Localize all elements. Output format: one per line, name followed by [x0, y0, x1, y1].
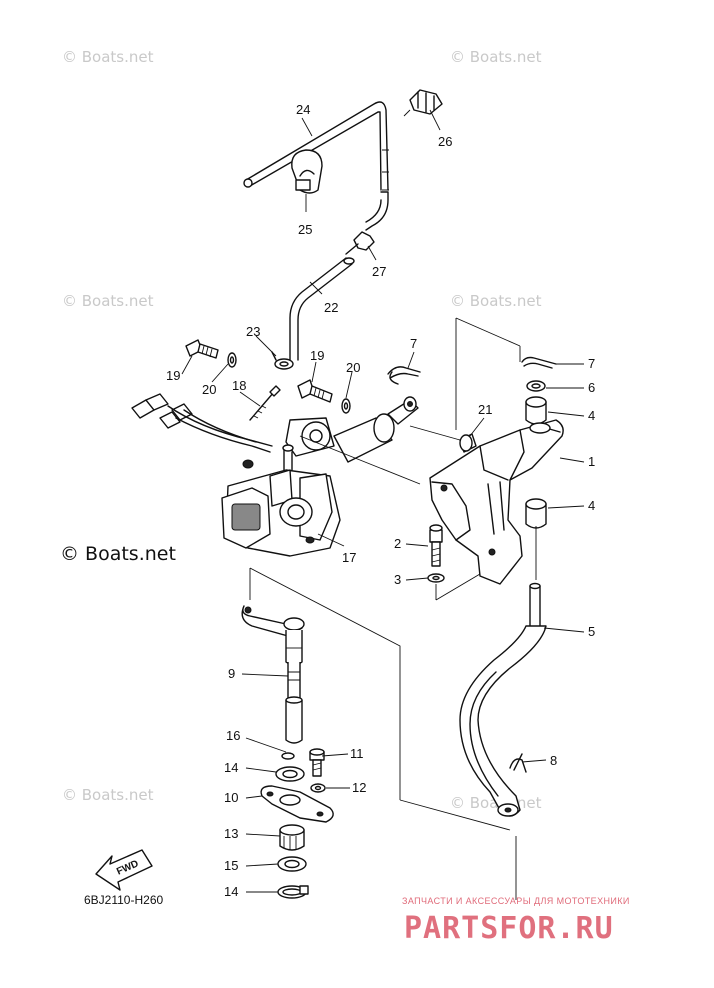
callout: 20: [346, 360, 360, 375]
wiring-harness[interactable]: [131, 393, 273, 453]
part-18-pin[interactable]: [249, 385, 281, 421]
callout: 25: [298, 222, 312, 237]
part-5-steering-arm[interactable]: [459, 582, 547, 817]
part-12-washer[interactable]: [310, 783, 326, 793]
watermark: © Boats.net: [62, 786, 154, 804]
callout: 7: [588, 356, 595, 371]
watermark-large: © Boats.net: [60, 543, 176, 565]
watermark: © Boats.net: [450, 48, 542, 66]
callout: 11: [350, 746, 364, 761]
part-8-cotter-pin[interactable]: [509, 753, 527, 773]
part-1-bracket[interactable]: [429, 419, 564, 585]
part-17-trim-motor-assembly[interactable]: [221, 396, 419, 557]
callout: 12: [352, 780, 366, 795]
callout: 21: [478, 402, 492, 417]
part-11-bolt[interactable]: [309, 748, 325, 777]
callout: 26: [438, 134, 452, 149]
part-6-washer[interactable]: [526, 380, 546, 392]
part-19-bolt-mid[interactable]: [297, 379, 333, 403]
assembly-guides: [249, 317, 537, 900]
callout: 19: [310, 348, 324, 363]
callout: 18: [232, 378, 246, 393]
part-19-bolt-upper[interactable]: [185, 339, 219, 359]
callout: 27: [372, 264, 386, 279]
part-3-washer[interactable]: [427, 573, 445, 583]
part-10-arm[interactable]: [260, 785, 334, 823]
callout: 5: [588, 624, 595, 639]
part-20-washer-upper[interactable]: [227, 352, 237, 368]
part-2-bolt[interactable]: [429, 524, 443, 567]
callout-numbers: 24 25 26 27 22 23 19 20 18 19 20 7 21 7 …: [166, 102, 595, 899]
callout: 16: [226, 728, 240, 743]
part-4-bushing-lower[interactable]: [525, 498, 547, 529]
callout: 6: [588, 380, 595, 395]
callout: 22: [324, 300, 338, 315]
callout: 24: [296, 102, 310, 117]
part-9-rod-with-arm[interactable]: [241, 605, 305, 744]
callout: 4: [588, 498, 595, 513]
part-13-bushing[interactable]: [279, 824, 305, 851]
watermark: © Boats.net: [62, 48, 154, 66]
callout: 14: [224, 884, 238, 899]
callout: 10: [224, 790, 238, 805]
callout: 17: [342, 550, 356, 565]
part-23-hose-clip[interactable]: [271, 351, 294, 370]
callout: 7: [410, 336, 417, 351]
part-24-vent-hose[interactable]: [243, 101, 389, 231]
callout: 23: [246, 324, 260, 339]
callout: 1: [588, 454, 595, 469]
callout: 14: [224, 760, 238, 775]
part-27-hose-joint[interactable]: [345, 231, 375, 255]
part-22-hose[interactable]: [289, 257, 355, 361]
callout: 9: [228, 666, 235, 681]
callout: 4: [588, 408, 595, 423]
part-16-o-ring[interactable]: [281, 752, 295, 760]
part-7-cotter-pin-right[interactable]: [521, 356, 557, 369]
part-15-clamp[interactable]: [277, 885, 309, 899]
part-7-cotter-pin-left[interactable]: [387, 366, 421, 385]
callout: 2: [394, 536, 401, 551]
watermark: © Boats.net: [450, 292, 542, 310]
fwd-arrow-icon: FWD: [95, 849, 153, 891]
brand-footer: ЗАПЧАСТИ И АКСЕССУАРЫ ДЛЯ МОТОТЕХНИКИ PA…: [402, 896, 630, 946]
callout: 8: [550, 753, 557, 768]
callout: 15: [224, 858, 238, 873]
callout: 3: [394, 572, 401, 587]
callout: 19: [166, 368, 180, 383]
leader-lines: [181, 109, 585, 893]
part-21-collar[interactable]: [459, 433, 477, 453]
brand-tagline: ЗАПЧАСТИ И АКСЕССУАРЫ ДЛЯ МОТОТЕХНИКИ: [402, 896, 630, 906]
brand-logo: PARTSFOR.RU: [404, 911, 614, 946]
part-20-washer-mid[interactable]: [341, 398, 351, 414]
watermark: © Boats.net: [62, 292, 154, 310]
part-26-clip[interactable]: [403, 89, 443, 117]
diagram-reference-code: 6BJ2110-H260: [84, 893, 163, 907]
callout: 20: [202, 382, 216, 397]
part-25-clamp[interactable]: [291, 149, 323, 194]
part-14-seal-upper[interactable]: [275, 766, 305, 782]
callout: 13: [224, 826, 238, 841]
part-14-seal-lower[interactable]: [277, 856, 307, 872]
part-4-bushing-upper[interactable]: [525, 396, 547, 425]
